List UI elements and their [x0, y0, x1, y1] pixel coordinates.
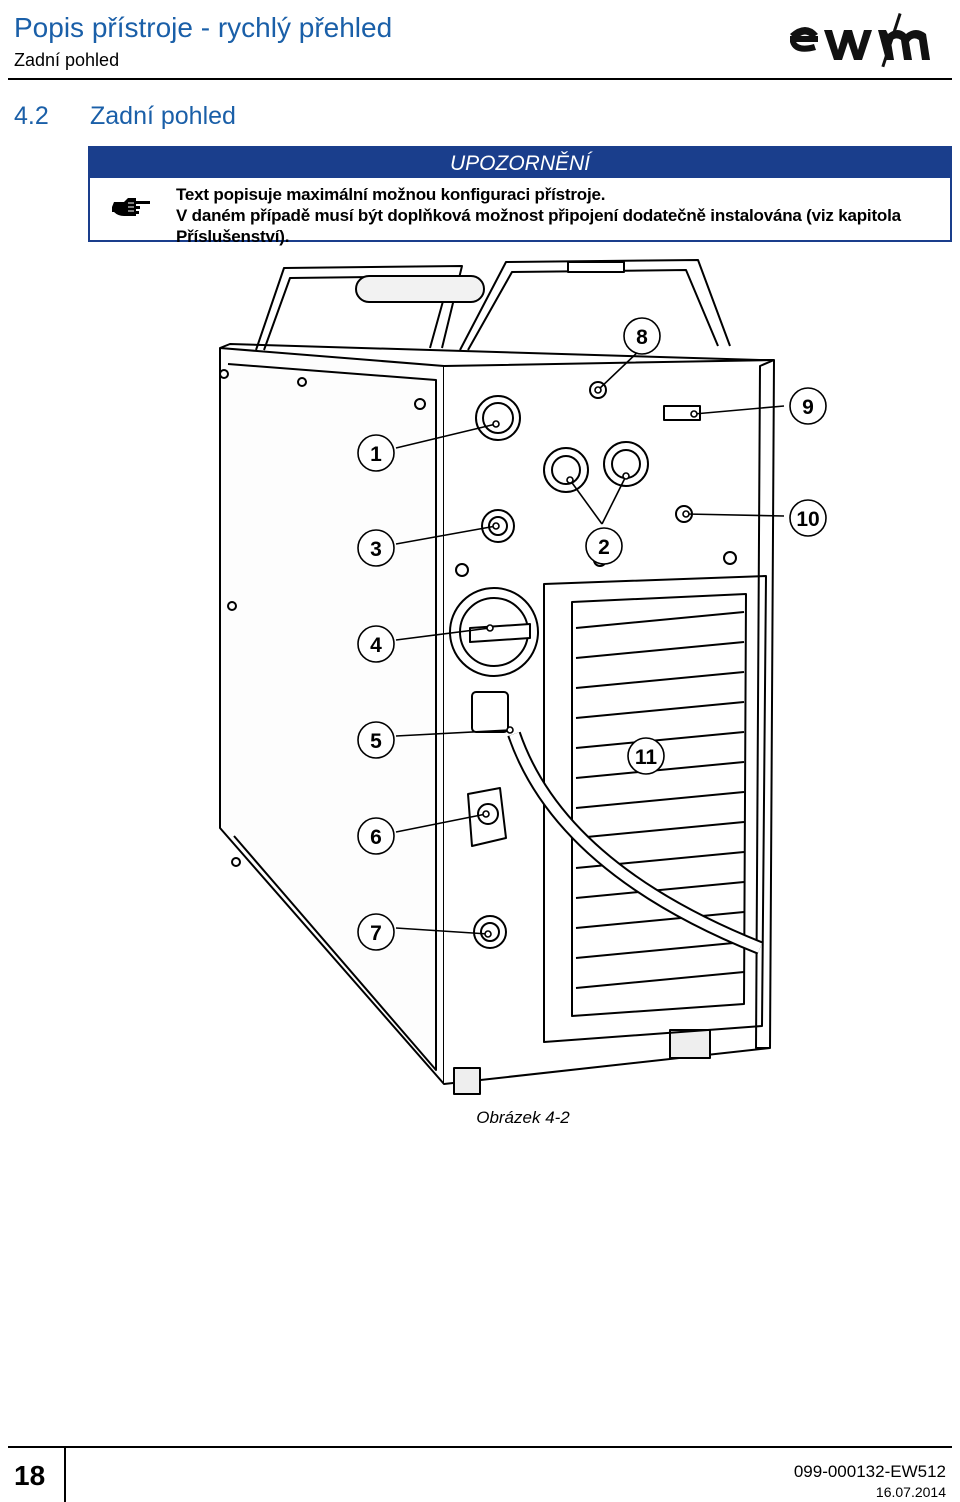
callout-8: 8 [636, 326, 648, 349]
notice-box: UPOZORNĚNÍ Text popisuje maximální možno… [88, 146, 952, 246]
callout-3: 3 [370, 538, 382, 561]
section-number: 4.2 [14, 102, 49, 130]
rear-view-figure: 1 2 3 4 5 6 7 8 9 10 11 [219, 259, 827, 1095]
header-subtitle: Zadní pohled [14, 50, 120, 70]
footer-divider [64, 1448, 66, 1502]
section-title: Zadní pohled [90, 102, 236, 130]
callout-7: 7 [370, 922, 382, 945]
callout-4: 4 [370, 634, 382, 657]
callout-1: 1 [370, 443, 382, 466]
notice-line-2: V daném případě musí být doplňková možno… [176, 206, 901, 246]
document-id: 099-000132-EW512 [793, 1462, 946, 1481]
section-heading: 4.2 Zadní pohled [14, 102, 236, 131]
header-rule [8, 78, 952, 80]
notice-label: UPOZORNĚNÍ [449, 152, 590, 175]
callout-9: 9 [802, 396, 814, 419]
notice-text: Text popisuje maximální možnou konfigura… [176, 184, 950, 247]
figure-caption: Obrázek 4-2 [0, 1108, 960, 1128]
pointing-hand-icon [112, 198, 150, 216]
document-date: 16.07.2014 [875, 1484, 946, 1500]
footer-rule [8, 1446, 952, 1448]
notice-bar [90, 148, 950, 178]
notice-line-1: Text popisuje maximální možnou konfigura… [176, 185, 606, 204]
callout-2: 2 [598, 536, 610, 559]
callout-5: 5 [370, 730, 382, 753]
callout-10: 10 [796, 508, 819, 531]
header-title: Popis přístroje - rychlý přehled [14, 12, 393, 43]
callout-11: 11 [635, 746, 658, 769]
ewm-logo [790, 13, 930, 68]
figure-caption-text: Obrázek 4-2 [476, 1108, 570, 1127]
callout-6: 6 [370, 826, 382, 849]
page-number: 18 [14, 1460, 46, 1491]
